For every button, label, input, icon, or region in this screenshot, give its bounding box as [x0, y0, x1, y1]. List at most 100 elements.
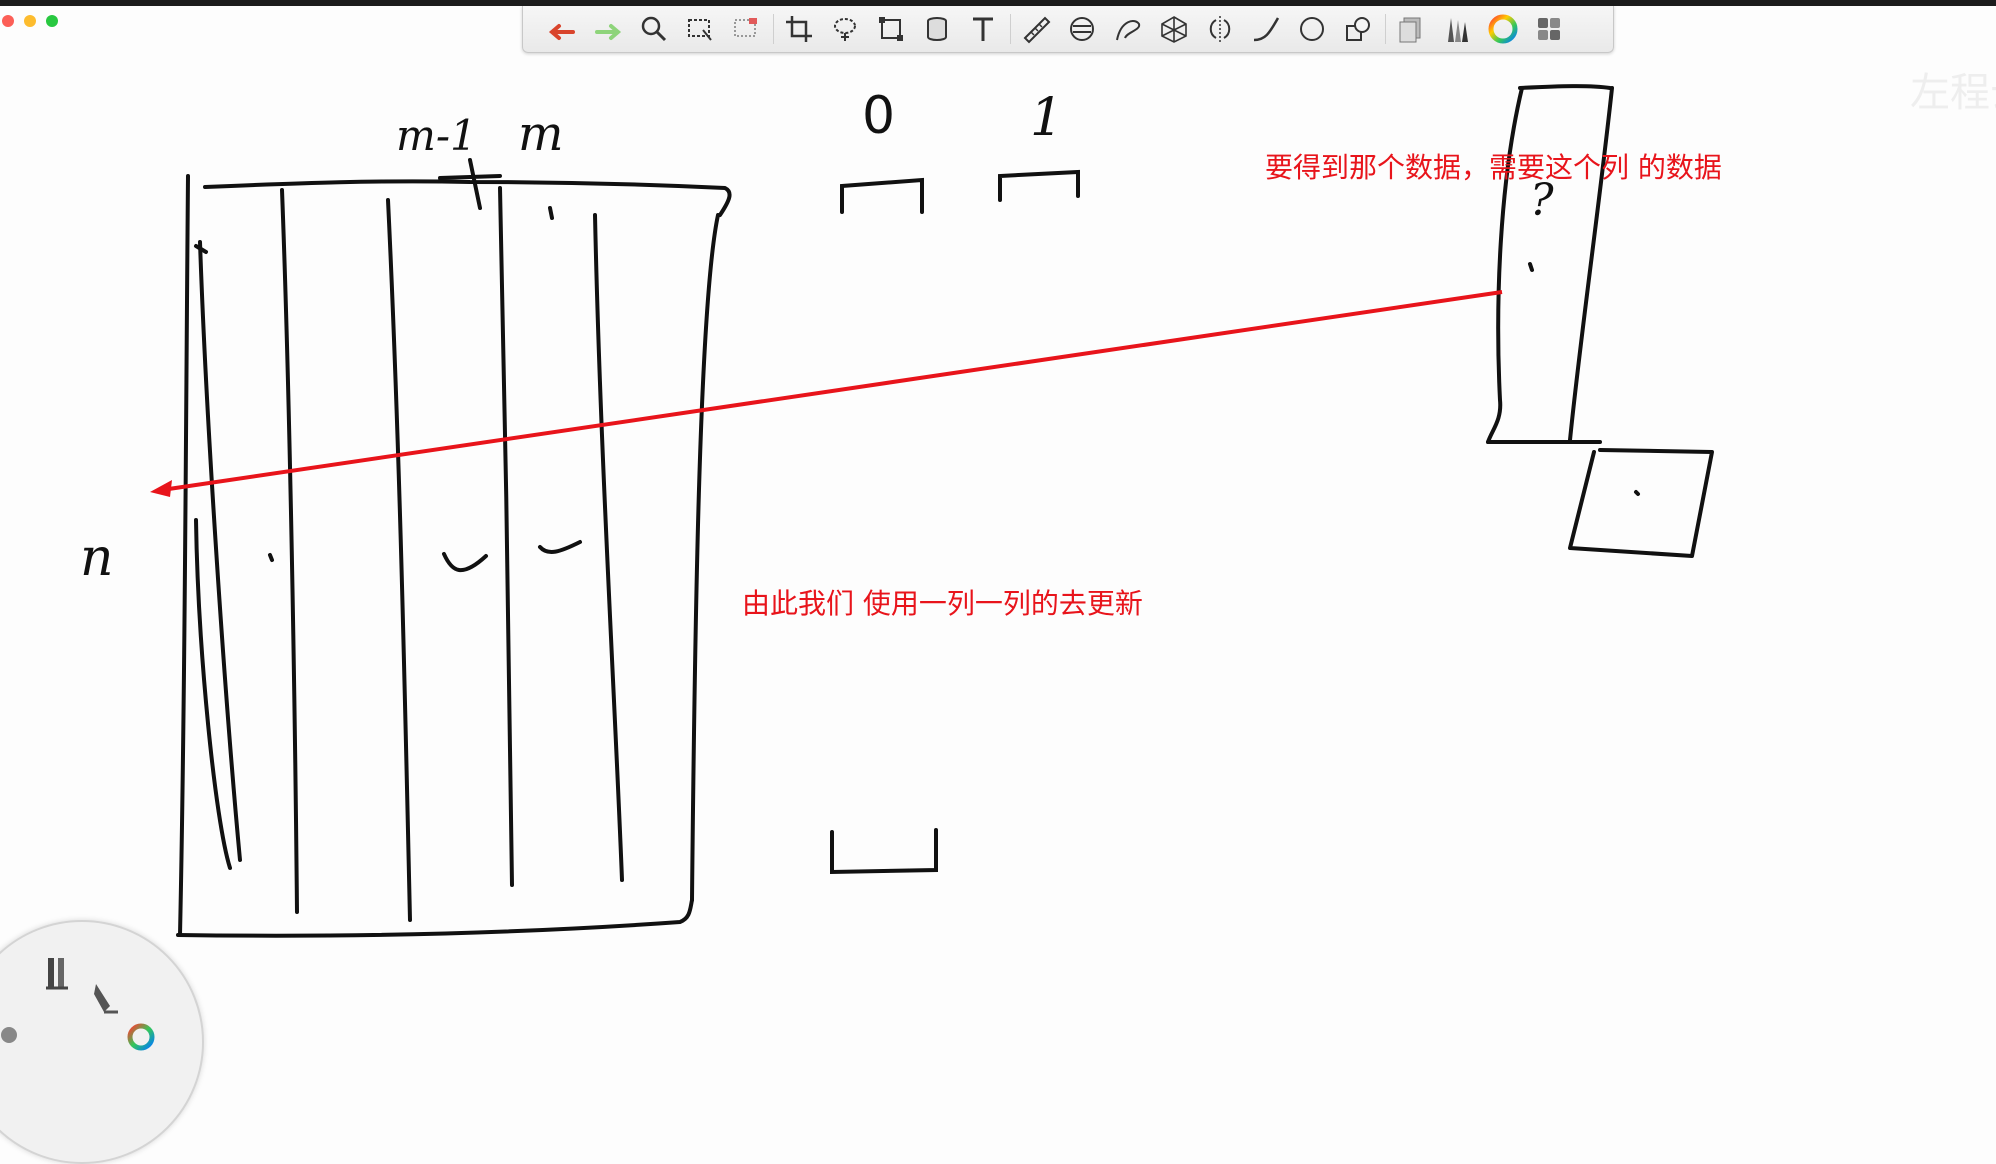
close-button[interactable]: [2, 15, 14, 27]
color-wheel-button[interactable]: [1484, 10, 1522, 48]
arrow-head: [150, 480, 172, 497]
wheel-eraser-tool[interactable]: [90, 978, 124, 1023]
label-one: 1: [1030, 88, 1063, 148]
minimize-button[interactable]: [24, 15, 36, 27]
toolbar-separator: [1010, 14, 1011, 44]
ruler-tool[interactable]: [1017, 10, 1055, 48]
transform-icon: [879, 17, 903, 41]
annotation-update-by-column: 由此我们 使用一列一列的去更新: [742, 587, 1143, 620]
crop-icon: [786, 16, 812, 42]
curve-tool[interactable]: [1247, 10, 1285, 48]
bracket-one: [998, 169, 1080, 202]
column-line-1: [280, 188, 299, 914]
eraser-icon: [94, 984, 118, 1014]
arrow-shaft: [161, 290, 1503, 492]
table-top-border: [203, 179, 732, 217]
table-bottom-border: [176, 898, 694, 938]
cylinder-icon: [927, 17, 947, 41]
table-right-border: [690, 213, 720, 902]
rect-select-icon: [688, 19, 712, 41]
ruler-icon: [1023, 16, 1051, 44]
watermark: 左程云: [1910, 70, 1996, 116]
grid-button[interactable]: [1530, 10, 1568, 48]
title-bar-strip: [0, 0, 1996, 6]
wheel-color-tool[interactable]: [126, 1022, 156, 1057]
redo-icon: [595, 24, 622, 40]
shapes-icon: [1346, 17, 1370, 41]
mirror-tool[interactable]: [1201, 10, 1239, 48]
dotted-select-tool[interactable]: [727, 10, 765, 48]
zoom-tool[interactable]: [635, 10, 673, 48]
label-n: n: [80, 528, 114, 588]
layers-button[interactable]: [1392, 10, 1430, 48]
symmetry-tool[interactable]: [1063, 10, 1101, 48]
column-right-edge: [1568, 86, 1614, 442]
mirror-icon: [1209, 16, 1231, 42]
red-arrow: [150, 290, 1503, 497]
brush-library-button[interactable]: [1438, 10, 1476, 48]
wheel-brush-tool[interactable]: [42, 954, 76, 999]
toolbar-separator: [773, 14, 774, 44]
ellipse-icon: [1300, 17, 1324, 41]
table-left-border: [178, 174, 190, 937]
column-top-edge: [1518, 84, 1612, 90]
shape-curve-icon: [1116, 20, 1141, 41]
tick-mark-2: [548, 206, 554, 220]
curve-icon: [1253, 17, 1280, 42]
color-wheel-icon: [127, 1023, 155, 1051]
perspective-icon: [1161, 16, 1187, 43]
label-question: ?: [1530, 175, 1554, 226]
column-dot: [1528, 262, 1534, 272]
ellipse-tool[interactable]: [1293, 10, 1331, 48]
label-zero: 0: [862, 86, 895, 146]
zoom-icon: [641, 16, 667, 42]
bracket-zero: [840, 177, 924, 214]
text-tool[interactable]: [964, 10, 1002, 48]
window-controls: [2, 15, 58, 27]
annotation-need-column: 要得到那个数据，需要这个列 的数据: [1265, 151, 1722, 184]
checkmark-1: [442, 552, 488, 572]
row-zero-line: [198, 240, 242, 862]
redo-button[interactable]: [589, 10, 627, 48]
brush-library-icon: [1448, 18, 1468, 42]
brush-icon: [46, 958, 68, 990]
layer-icon: [1, 1027, 17, 1043]
cell-brackets: [830, 169, 1080, 875]
tick-mark-1: [268, 553, 274, 562]
label-m-minus-1: m-1: [396, 111, 477, 160]
column-line-4: [593, 213, 624, 882]
cylinder-tool[interactable]: [918, 10, 956, 48]
lasso-tool[interactable]: [826, 10, 864, 48]
drawing-toolbar: [522, 6, 1614, 53]
table-sketch: [176, 158, 732, 938]
grid-icon: [1538, 18, 1560, 40]
drawing-canvas[interactable]: m-1 m n 0 1 ?: [0, 0, 1996, 1036]
undo-button[interactable]: [543, 10, 581, 48]
wheel-small-tool[interactable]: [0, 1024, 20, 1051]
cell-square: [1568, 448, 1714, 558]
row-zero-line-b: [194, 518, 232, 870]
symmetry-icon: [1070, 17, 1094, 41]
layers-icon: [1399, 17, 1421, 43]
color-wheel-icon: [1488, 14, 1518, 44]
dotted-select-icon: [734, 18, 757, 37]
transform-tool[interactable]: [872, 10, 910, 48]
bracket-bottom: [830, 828, 938, 875]
row-zero-start-mark: [194, 244, 208, 254]
crop-tool[interactable]: [780, 10, 818, 48]
column-line-2: [386, 198, 412, 922]
toolbar-separator: [1385, 14, 1386, 44]
perspective-tool[interactable]: [1155, 10, 1193, 48]
column-top-tick: [438, 158, 502, 210]
text-icon: [973, 17, 993, 41]
undo-icon: [548, 24, 575, 40]
rect-select-tool[interactable]: [681, 10, 719, 48]
zoom-button[interactable]: [46, 15, 58, 27]
shape-curve-tool[interactable]: [1109, 10, 1147, 48]
lasso-icon: [834, 18, 856, 41]
shapes-tool[interactable]: [1339, 10, 1377, 48]
cell-square-dot: [1634, 490, 1640, 496]
column-sketch: [1486, 84, 1714, 558]
column-left-edge: [1486, 86, 1524, 444]
checkmark-2: [538, 540, 582, 555]
